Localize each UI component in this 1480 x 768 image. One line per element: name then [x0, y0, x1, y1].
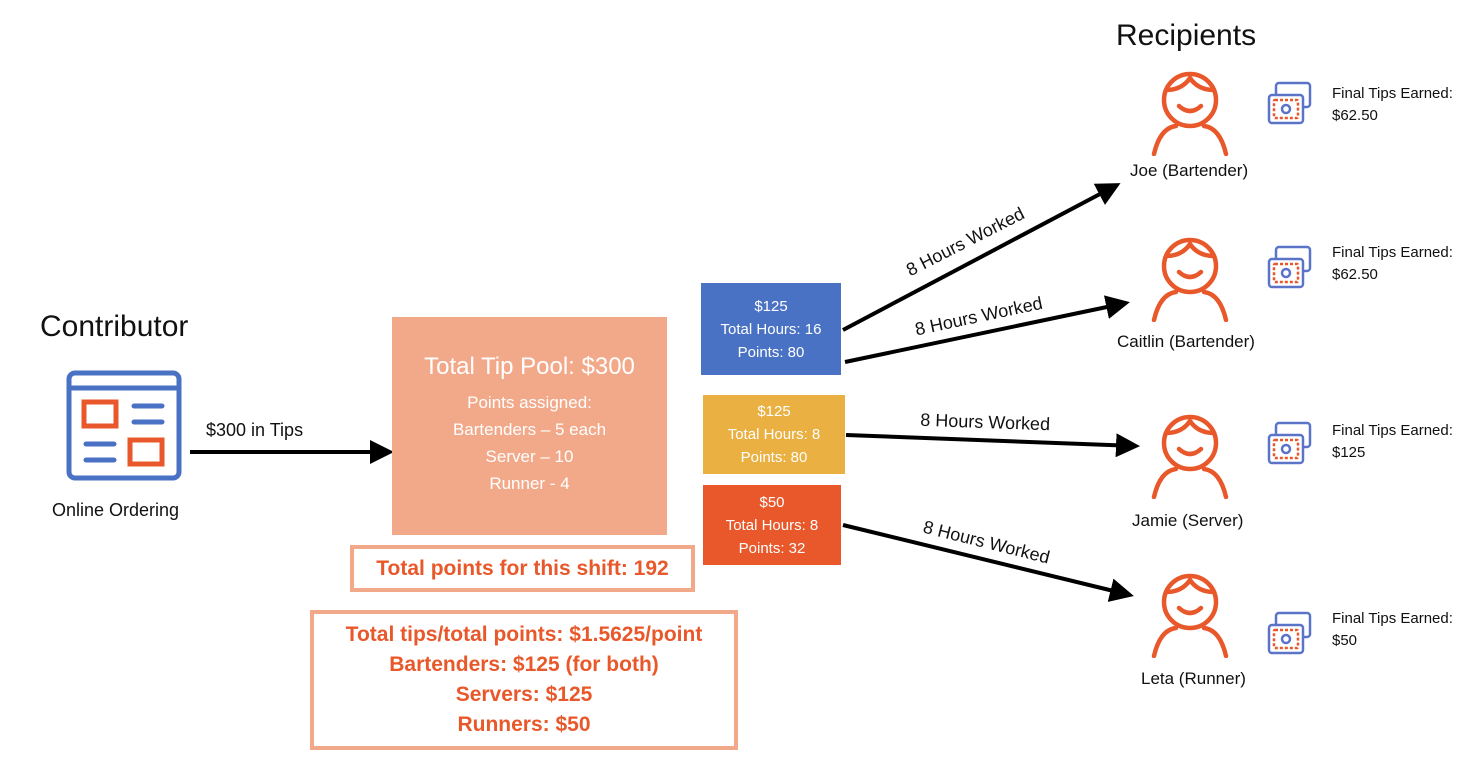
final-tips-caitlin: Final Tips Earned: $62.50 [1332, 242, 1453, 286]
cash-icon [1266, 420, 1314, 473]
recipients-heading: Recipients [1116, 19, 1257, 52]
arrow-to-joe [842, 183, 1121, 332]
role-hours: Total Hours: 16 [720, 320, 822, 338]
summary-box: Total tips/total points: $1.5625/point B… [310, 610, 738, 750]
edge-label-jamie: 8 Hours Worked [920, 410, 1050, 435]
role-amount: $125 [757, 403, 791, 420]
person-icon [1148, 572, 1232, 663]
total-points-box: Total points for this shift: 192 [350, 545, 695, 592]
arrow-to-leta [842, 523, 1134, 602]
recipient-name-jamie: Jamie (Server) [1132, 511, 1244, 530]
contributor-heading: Contributor [40, 310, 189, 343]
summary-line: Servers: $125 [455, 683, 593, 706]
tip-pool-title: Total Tip Pool: $300 [424, 353, 635, 380]
final-tips-label: Final Tips Earned: [1332, 422, 1453, 439]
final-tips-value: $62.50 [1332, 266, 1378, 283]
final-tips-joe: Final Tips Earned: $62.50 [1332, 83, 1453, 127]
tip-pool-line: Bartenders – 5 each [452, 420, 607, 439]
final-tips-label: Final Tips Earned: [1332, 610, 1453, 627]
role-points: Points: 32 [738, 539, 806, 557]
summary-line: Total tips/total points: $1.5625/point [345, 623, 703, 646]
final-tips-jamie: Final Tips Earned: $125 [1332, 420, 1453, 464]
tip-pool-box: Total Tip Pool: $300 Points assigned: Ba… [392, 317, 667, 535]
arrow-to-jamie [845, 433, 1140, 458]
recipient-name-leta: Leta (Runner) [1141, 669, 1246, 688]
final-tips-value: $50 [1332, 632, 1358, 649]
role-points: Points: 80 [737, 343, 805, 361]
contributor-flow-label: $300 in Tips [206, 420, 304, 440]
person-icon [1148, 413, 1232, 504]
tip-pool-line: Server – 10 [485, 447, 574, 466]
recipient-name-joe: Joe (Bartender) [1130, 161, 1249, 180]
person-icon [1148, 70, 1232, 161]
role-box-runner: $50 Total Hours: 8 Points: 32 [703, 485, 841, 565]
final-tips-leta: Final Tips Earned: $50 [1332, 608, 1453, 652]
recipient-name-caitlin: Caitlin (Bartender) [1117, 332, 1255, 351]
online-ordering-icon [66, 370, 184, 487]
role-amount: $50 [759, 493, 785, 511]
cash-icon [1266, 80, 1314, 133]
contributor-source-label: Online Ordering [52, 500, 180, 520]
role-box-bartenders: $125 Total Hours: 16 Points: 80 [701, 283, 841, 375]
role-amount: $125 [754, 297, 788, 315]
cash-icon [1266, 610, 1314, 663]
final-tips-value: $62.50 [1332, 107, 1378, 124]
role-points: Points: 80 [740, 449, 808, 466]
summary-line: Bartenders: $125 (for both) [389, 653, 659, 676]
role-hours: Total Hours: 8 [727, 426, 821, 443]
tip-pool-line: Points assigned: [467, 393, 592, 412]
final-tips-label: Final Tips Earned: [1332, 244, 1453, 261]
final-tips-value: $125 [1332, 444, 1366, 461]
arrow-to-caitlin [844, 295, 1130, 364]
tip-pool-line: Runner - 4 [489, 474, 570, 493]
summary-line: Runners: $50 [457, 713, 591, 736]
role-box-server: $125 Total Hours: 8 Points: 80 [703, 395, 845, 474]
role-hours: Total Hours: 8 [725, 516, 819, 534]
person-icon [1148, 236, 1232, 327]
cash-icon [1266, 244, 1314, 297]
final-tips-label: Final Tips Earned: [1332, 85, 1453, 102]
